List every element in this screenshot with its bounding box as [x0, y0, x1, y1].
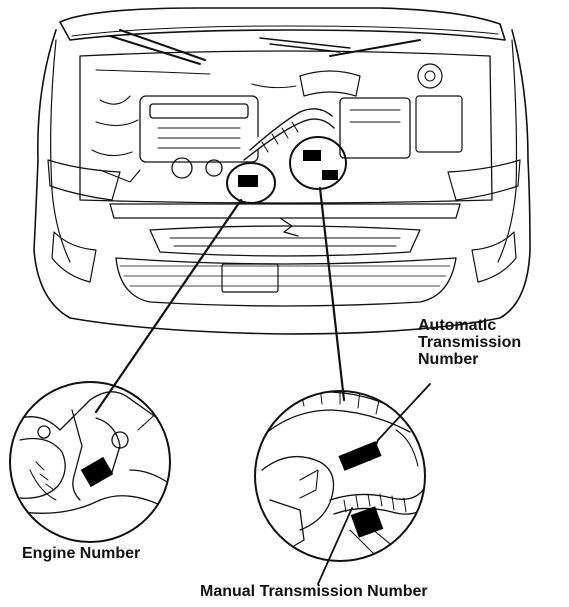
engine-number-label: Engine Number: [22, 545, 141, 562]
automatic-label-line1: Automatic: [418, 317, 497, 334]
car-illustration: [33, 7, 531, 335]
engine-number-callout-circle: [226, 162, 276, 204]
engine-number-plate: [80, 456, 114, 488]
automatic-transmission-number-plate: [338, 441, 382, 471]
manual-transmission-number-label: Manual Transmission Number: [200, 583, 428, 600]
automatic-transmission-number-label: Automatic Transmission Number: [418, 317, 566, 368]
engine-number-leader-line: [94, 198, 243, 414]
front-grille: [149, 225, 421, 257]
automatic-label-line3: Number: [418, 350, 479, 368]
open-hood: [59, 7, 506, 41]
transmission-number-detail-inset: [254, 390, 426, 562]
manual-transmission-number-plate: [350, 506, 384, 538]
manual-transmission-label-leader: [317, 507, 353, 585]
transmission-number-callout-circle: [289, 136, 347, 190]
automatic-label-line2: Transmission: [418, 333, 522, 351]
transmission-number-leader-line: [318, 186, 346, 402]
car-body-outline: [33, 29, 531, 335]
engine-number-detail-inset: [9, 381, 171, 543]
engine-block: [91, 95, 259, 183]
